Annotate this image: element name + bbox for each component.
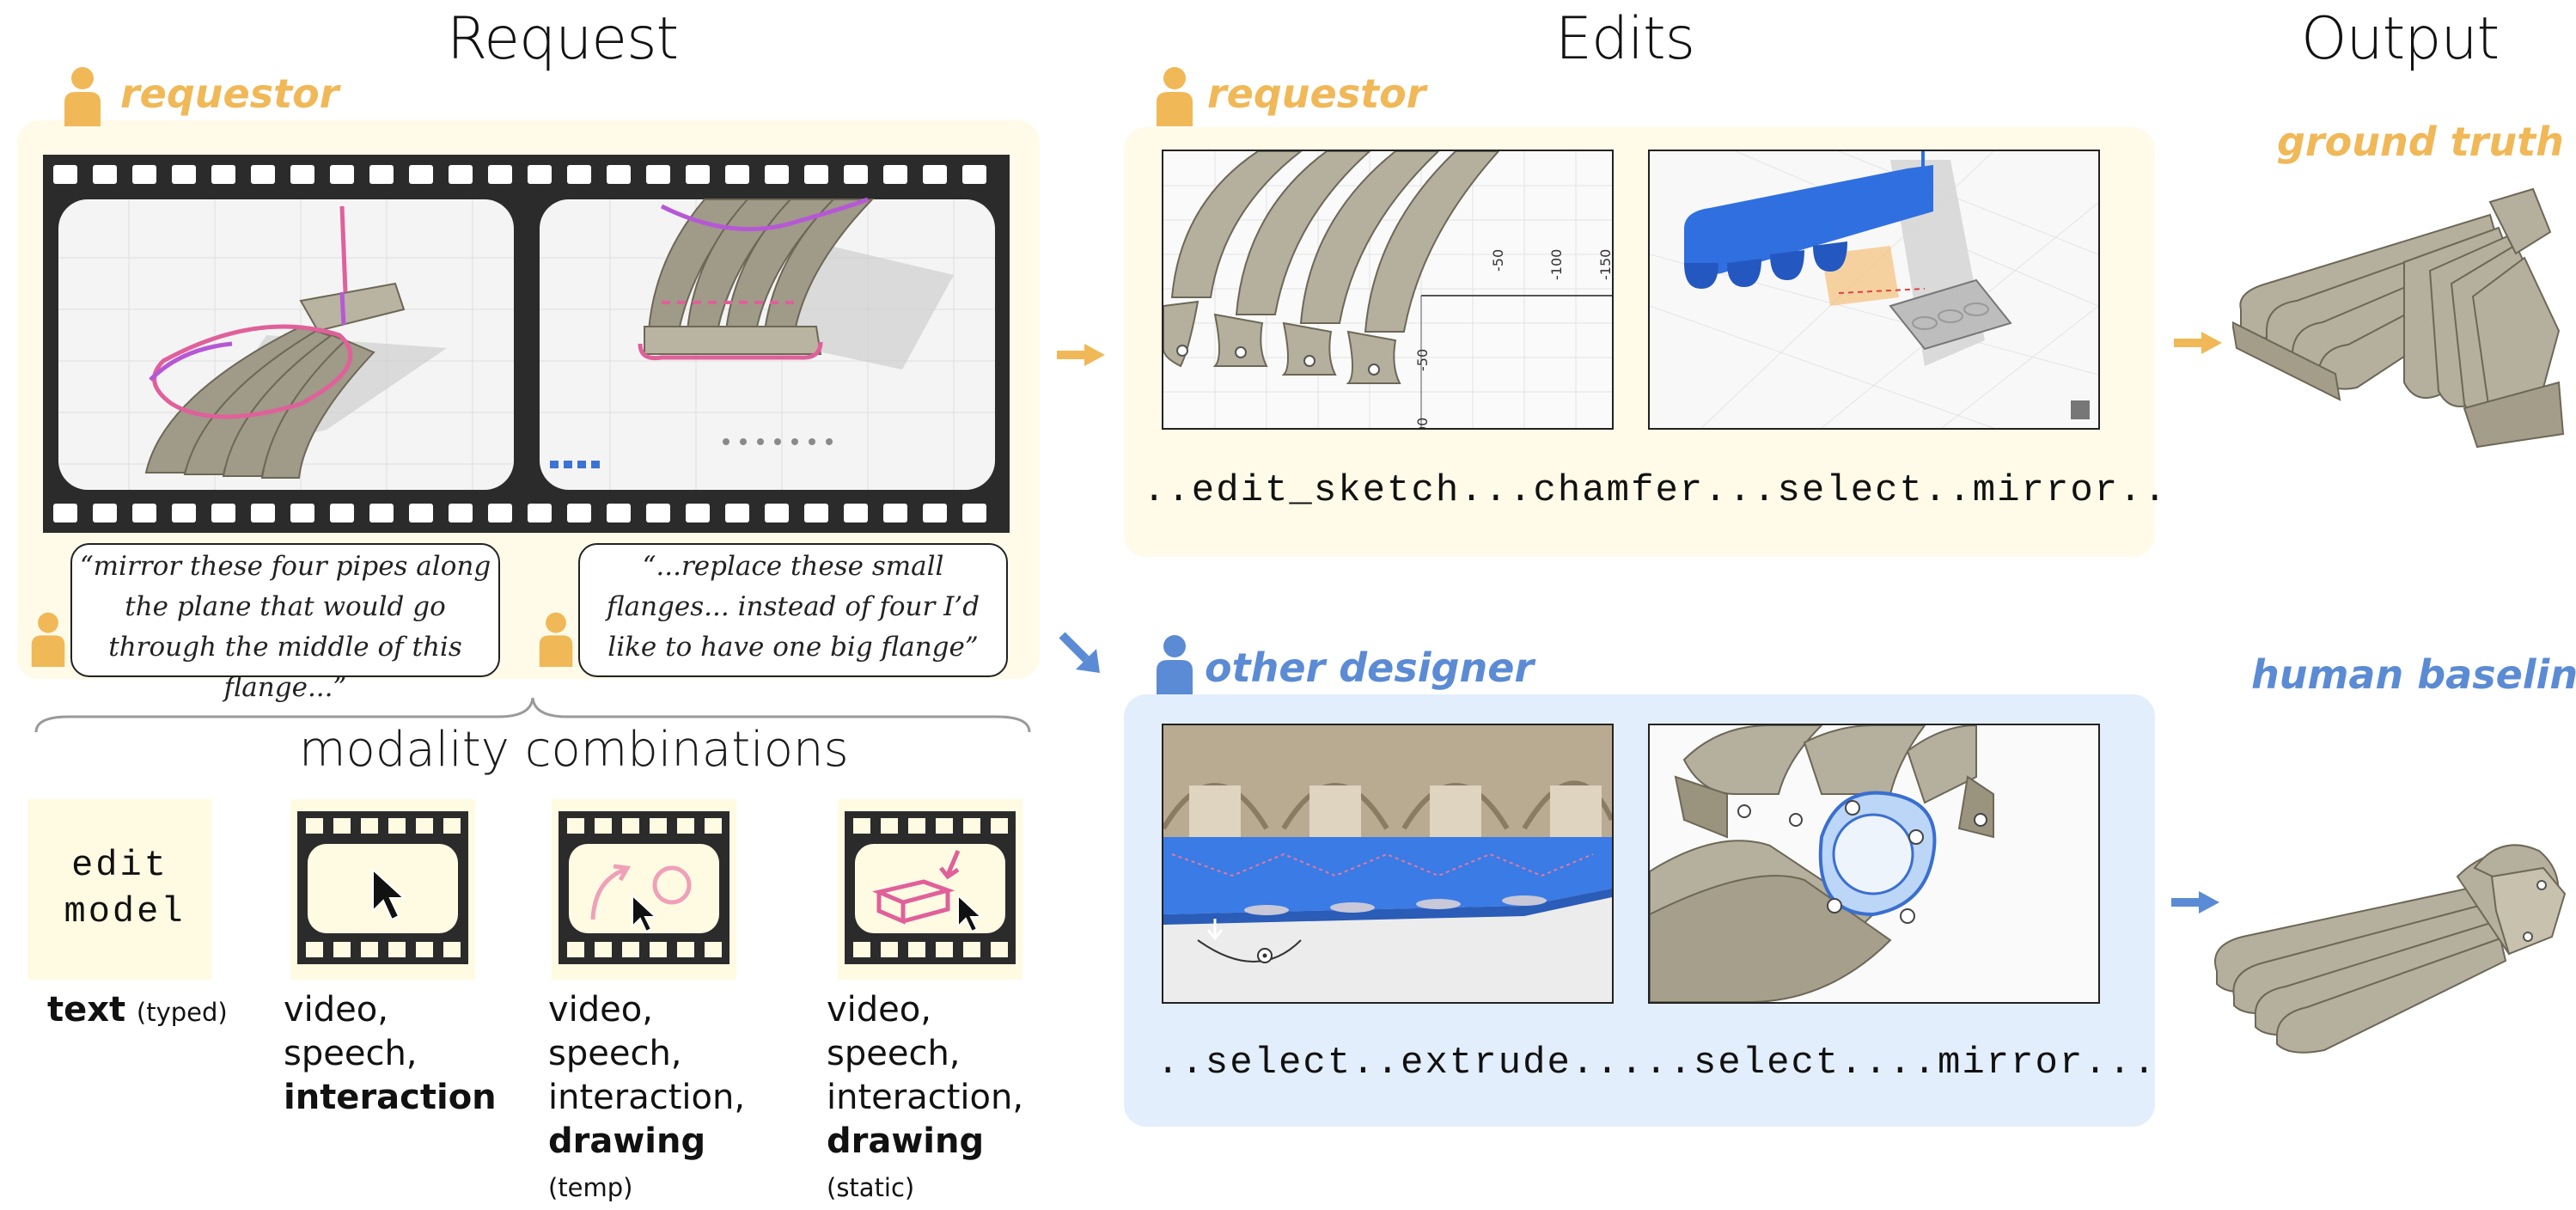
text-modality-tile: edit model	[27, 799, 212, 980]
person-icon	[537, 610, 575, 667]
axis-tick: -100	[1548, 248, 1565, 280]
caption-interaction-plain: video, speech,	[284, 990, 418, 1073]
film-strip-icon	[43, 155, 1010, 533]
ground-truth-model	[2231, 176, 2567, 451]
quote-bubble-mirror: “mirror these four pipes along the plane…	[70, 543, 500, 703]
caption-interaction-bold: interaction	[284, 1078, 497, 1117]
caption-interaction: video, speech, interaction	[284, 988, 497, 1120]
caption-drawing-temp-plain: video, speech, interaction,	[548, 990, 746, 1117]
requestor-edit-screenshot-2	[1648, 150, 2100, 430]
edits-heading: Edits	[1555, 5, 1695, 73]
arrow-right-icon	[1055, 342, 1107, 368]
modality-title: modality combinations	[299, 722, 849, 778]
arrow-right-icon	[2172, 330, 2224, 356]
designer-edit-screenshot-2	[1648, 724, 2100, 1004]
person-icon	[1154, 64, 1195, 126]
caption-drawing-static-plain: video, speech, interaction,	[827, 990, 1024, 1117]
requestor-edits-label: requestor	[1207, 70, 1426, 117]
requestor-edit-screenshot-1: -50 -100 -150 -50 00	[1162, 150, 1614, 430]
caption-drawing-static: video, speech, interaction, drawing (sta…	[827, 988, 1050, 1210]
axis-tick: -50	[1414, 348, 1431, 371]
ground-truth-label: ground truth	[2277, 119, 2564, 165]
request-heading: Request	[447, 5, 679, 73]
interaction-modality-tile	[290, 799, 475, 980]
axis-tick: 00	[1414, 417, 1431, 430]
human-baseline-model	[2200, 825, 2569, 1066]
caption-text-small: (typed)	[136, 998, 228, 1027]
arrow-diagonal-icon	[1059, 632, 1103, 676]
person-icon	[1154, 632, 1195, 694]
caption-drawing-static-small: (static)	[827, 1173, 915, 1202]
human-baseline-label: human baseline	[2251, 651, 2576, 698]
drawing-static-modality-tile	[838, 799, 1022, 980]
arrow-right-icon	[2170, 889, 2221, 915]
other-designer-label: other designer	[1205, 645, 1535, 691]
output-heading: Output	[2301, 5, 2500, 73]
designer-edit-screenshot-1	[1162, 724, 1614, 1004]
drawing-temp-modality-tile	[552, 799, 736, 980]
person-icon	[62, 64, 103, 126]
caption-drawing-temp-small: (temp)	[548, 1173, 633, 1202]
designer-command-trace: ..select..extrude.....select....mirror..…	[1157, 1042, 2158, 1085]
axis-tick: -50	[1490, 248, 1506, 272]
quote-bubble-flange: “...replace these small flanges... inste…	[578, 543, 1008, 677]
caption-drawing-static-bold: drawing	[827, 1121, 985, 1161]
caption-drawing-temp-bold: drawing	[548, 1121, 706, 1161]
requestor-label: requestor	[120, 70, 339, 117]
axis-tick: -150	[1597, 248, 1614, 280]
requestor-command-trace: ..edit_sketch...chamfer...select..mirror…	[1143, 469, 2168, 512]
caption-text: text (typed)	[47, 988, 228, 1035]
caption-text-bold: text	[47, 990, 126, 1030]
person-icon	[29, 610, 67, 667]
curly-brace	[34, 694, 1031, 737]
text-tile-label: edit model	[64, 845, 186, 932]
caption-drawing-temp: video, speech, interaction, drawing (tem…	[548, 988, 745, 1210]
